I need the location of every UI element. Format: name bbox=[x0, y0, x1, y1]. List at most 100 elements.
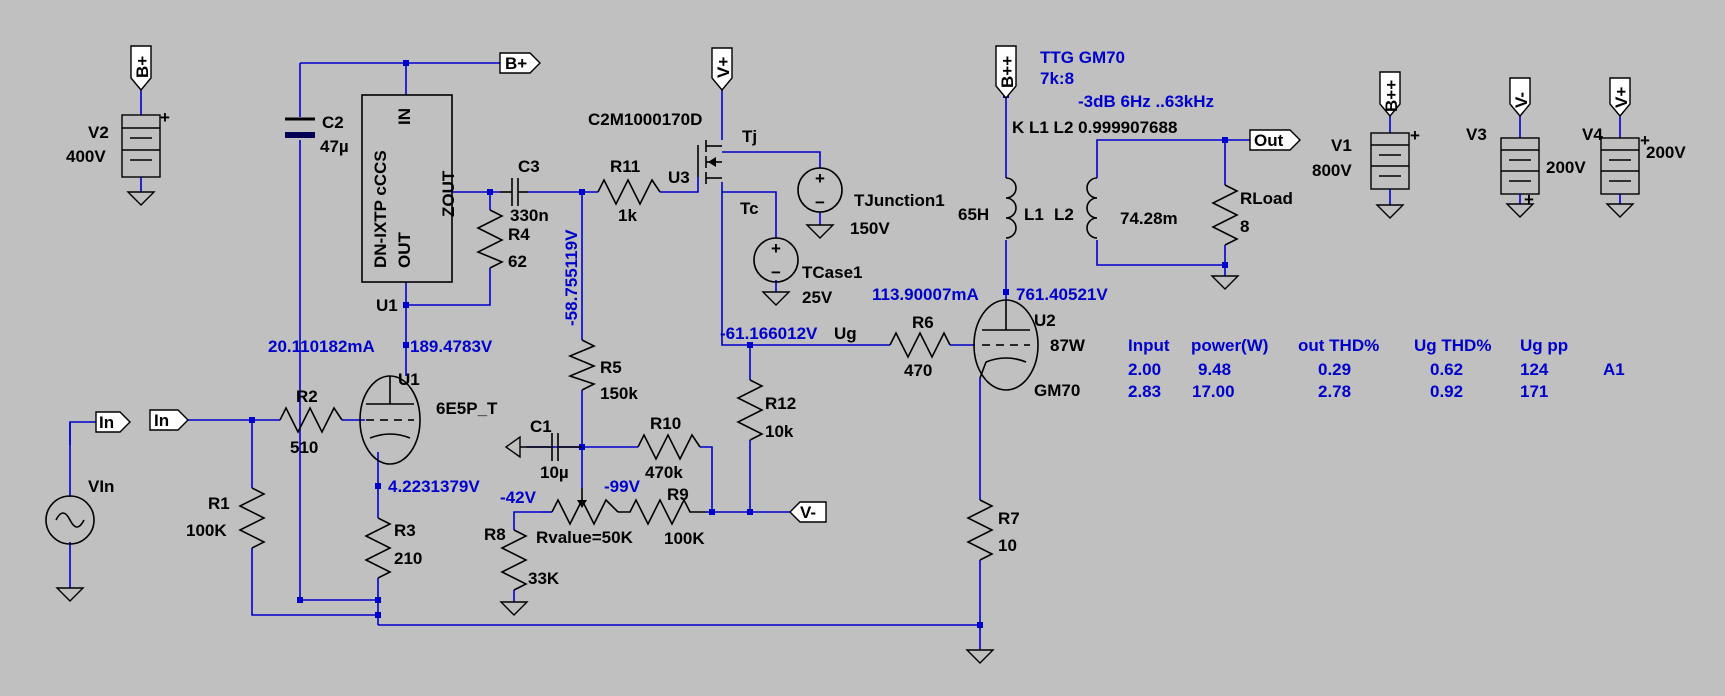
ccs-name: DN-IXTP cCCS bbox=[371, 150, 390, 268]
flag-b-pp-v1: B++ bbox=[1379, 71, 1401, 118]
flag-out: Out bbox=[1249, 129, 1301, 151]
flag-in-r2: In bbox=[149, 409, 189, 431]
svg-text:+: + bbox=[815, 169, 825, 188]
r12-resistor[interactable] bbox=[736, 379, 764, 441]
u3-mosfet[interactable] bbox=[697, 140, 722, 184]
u2-current: 113.90007mA bbox=[872, 285, 979, 304]
table-cell: 171 bbox=[1520, 382, 1548, 401]
svg-text:V-: V- bbox=[800, 503, 816, 522]
r4-name: R4 bbox=[508, 225, 530, 244]
u1-tube[interactable] bbox=[359, 375, 421, 465]
u1-cathode-voltage: 4.2231379V bbox=[388, 477, 480, 496]
svg-text:B++: B++ bbox=[998, 56, 1017, 88]
svg-text:+: + bbox=[1410, 126, 1420, 145]
r6-resistor[interactable] bbox=[889, 331, 951, 359]
v3-battery[interactable] bbox=[1500, 108, 1540, 218]
transformer-title: TTG GM70 bbox=[1040, 48, 1125, 67]
r3-name: R3 bbox=[394, 521, 416, 540]
tcase-value: 25V bbox=[802, 288, 833, 307]
svg-text:B+: B+ bbox=[133, 56, 152, 78]
r10-value: 470k bbox=[645, 463, 683, 482]
transformer-l2-value: 74.28m bbox=[1120, 209, 1178, 228]
r10-resistor[interactable] bbox=[637, 433, 701, 461]
tjunction-source[interactable]: + − bbox=[797, 167, 843, 239]
r8-resistor[interactable] bbox=[499, 529, 529, 616]
c1-value: 10µ bbox=[540, 463, 569, 482]
v2-battery[interactable] bbox=[121, 82, 161, 206]
svg-text:+: + bbox=[1640, 131, 1650, 150]
r9-value: 100K bbox=[664, 529, 705, 548]
r5-resistor[interactable] bbox=[567, 339, 597, 391]
r2-value: 510 bbox=[290, 438, 318, 457]
r4-value: 62 bbox=[508, 252, 527, 271]
flag-v-plus-u3: V+ bbox=[711, 47, 733, 92]
r8-value: 33K bbox=[528, 569, 560, 588]
transformer-ratio: 7k:8 bbox=[1040, 69, 1074, 88]
r11-resistor[interactable] bbox=[597, 178, 661, 206]
flag-b-plus-v2: B+ bbox=[130, 45, 152, 92]
u1-current: 20.110182mA bbox=[268, 337, 375, 356]
r2-resistor[interactable] bbox=[279, 406, 343, 434]
u2-tube[interactable] bbox=[973, 299, 1039, 391]
r4-resistor[interactable] bbox=[476, 209, 504, 269]
v3-name: V3 bbox=[1466, 125, 1487, 144]
u2-power: 87W bbox=[1050, 336, 1086, 355]
rload-value: 8 bbox=[1240, 217, 1249, 236]
u3-source-voltage: -61.166012V bbox=[720, 324, 818, 343]
rload-name: RLoad bbox=[1240, 189, 1293, 208]
c3-value: 330n bbox=[510, 206, 549, 225]
transformer-bandwidth: -3dB 6Hz ..63kHz bbox=[1078, 92, 1214, 111]
vin-source[interactable] bbox=[45, 495, 95, 602]
svg-text:V-: V- bbox=[1512, 92, 1531, 108]
svg-text:−: − bbox=[771, 263, 781, 282]
r7-resistor[interactable] bbox=[965, 499, 995, 664]
u3-tj: Tj bbox=[742, 127, 757, 146]
c2-value: 47µ bbox=[320, 137, 349, 156]
svg-text:V+: V+ bbox=[1612, 87, 1631, 108]
results-table: Input power(W) out THD% Ug THD% Ug pp 2.… bbox=[1128, 336, 1625, 401]
ccs-pin-in: IN bbox=[395, 108, 414, 125]
r12-value: 10k bbox=[765, 422, 794, 441]
c2-name: C2 bbox=[322, 113, 344, 132]
flag-v-plus-v4: V+ bbox=[1609, 77, 1631, 118]
tjunction-name: TJunction1 bbox=[854, 191, 945, 210]
r8-name: R8 bbox=[484, 525, 506, 544]
u2-anode-voltage: 761.40521V bbox=[1016, 285, 1108, 304]
v4-battery[interactable] bbox=[1600, 108, 1640, 218]
v1-battery[interactable] bbox=[1370, 112, 1410, 219]
u1-name: U1 bbox=[398, 370, 420, 389]
tcase-source[interactable]: + − bbox=[753, 237, 799, 306]
output-transformer[interactable] bbox=[1005, 177, 1098, 239]
r3-resistor[interactable] bbox=[364, 517, 392, 579]
r5-value: 150k bbox=[600, 384, 638, 403]
transformer-l1-value: 65H bbox=[958, 205, 989, 224]
u3-tc: Tc bbox=[740, 199, 759, 218]
c3-capacitor[interactable] bbox=[500, 178, 528, 206]
v3-value: 200V bbox=[1546, 158, 1586, 177]
ug-net-label: Ug bbox=[834, 324, 857, 343]
flag-in-vin: In bbox=[95, 411, 131, 433]
r10-name: R10 bbox=[650, 414, 681, 433]
r1-resistor[interactable] bbox=[238, 487, 266, 549]
rvalue-potentiometer[interactable] bbox=[551, 488, 619, 526]
rload-resistor[interactable] bbox=[1210, 184, 1240, 290]
v4-name: V4 bbox=[1582, 125, 1603, 144]
svg-text:In: In bbox=[154, 411, 169, 430]
ccs-block[interactable]: DN-IXTP cCCS IN OUT ZOUT bbox=[361, 94, 458, 283]
c3-name: C3 bbox=[518, 157, 540, 176]
svg-text:+: + bbox=[160, 108, 170, 127]
u1-anode-voltage: 189.4783V bbox=[410, 337, 493, 356]
r9-name: R9 bbox=[667, 485, 689, 504]
r9-resistor[interactable] bbox=[618, 498, 706, 526]
c1-capacitor[interactable] bbox=[504, 433, 582, 461]
r2-name: R2 bbox=[296, 387, 318, 406]
pot-voltage: -42V bbox=[500, 488, 537, 507]
c2-capacitor[interactable] bbox=[285, 117, 315, 138]
vin-name: VIn bbox=[88, 477, 114, 496]
table-cell: 0.29 bbox=[1318, 360, 1351, 379]
table-header-ug-thd: Ug THD% bbox=[1414, 336, 1491, 355]
v2-name: V2 bbox=[88, 123, 109, 142]
r6-value: 470 bbox=[904, 361, 932, 380]
u1-part: 6E5P_T bbox=[436, 399, 498, 418]
tcase-name: TCase1 bbox=[802, 263, 862, 282]
